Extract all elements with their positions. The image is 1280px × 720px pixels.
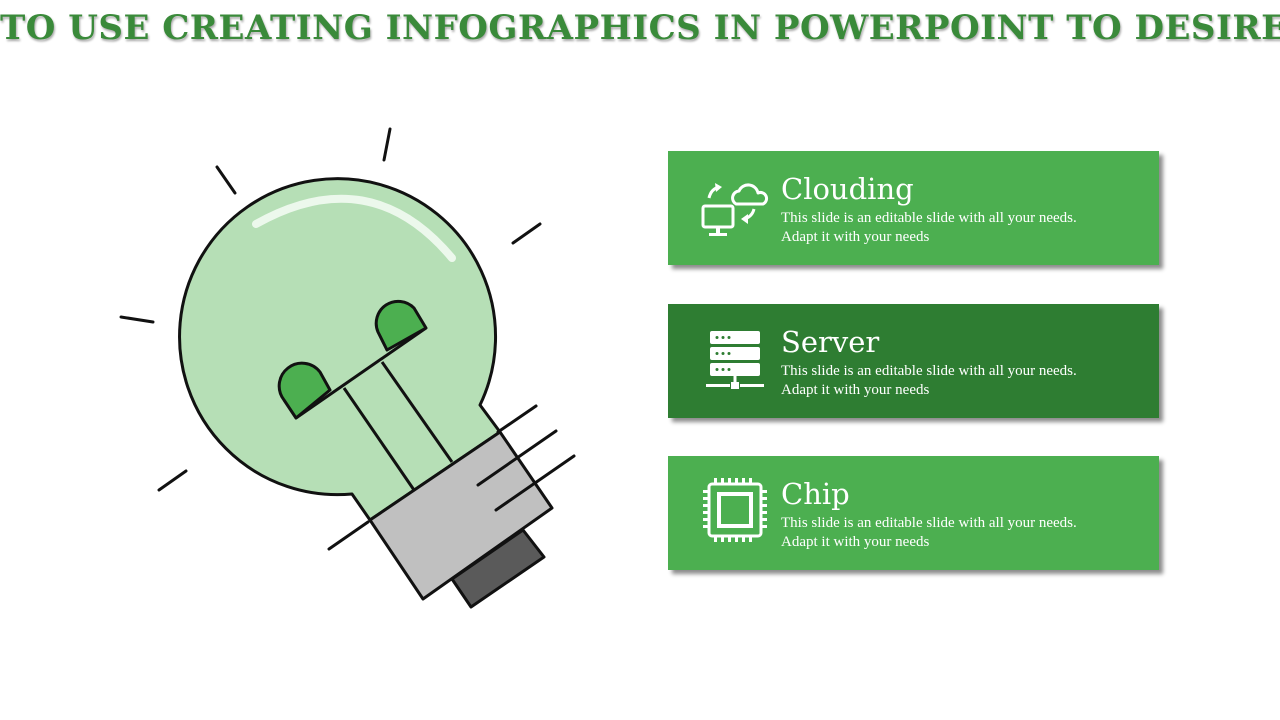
info-card-clouding: Clouding This slide is an editable slide…	[668, 151, 1159, 265]
lightbulb-illustration	[119, 127, 576, 609]
card-description-line-1: This slide is an editable slide with all…	[781, 515, 1077, 531]
card-description-line-1: This slide is an editable slide with all…	[781, 363, 1077, 379]
card-heading: Server	[781, 325, 880, 359]
card-description-line-2: Adapt it with your needs	[781, 229, 930, 245]
card-description: This slide is an editable slide with all…	[781, 514, 1151, 552]
chip-icon	[703, 478, 767, 542]
bulb-tip	[450, 528, 546, 609]
card-description-line-2: Adapt it with your needs	[781, 534, 930, 550]
bulb-threads	[476, 404, 576, 512]
bulb-highlight	[252, 194, 456, 262]
bulb-glass	[178, 177, 502, 522]
bulb-filament	[277, 299, 454, 491]
card-description: This slide is an editable slide with all…	[781, 362, 1151, 400]
server-icon	[706, 331, 764, 389]
card-description-line-1: This slide is an editable slide with all…	[781, 210, 1077, 226]
info-card-chip: Chip This slide is an editable slide wit…	[668, 456, 1159, 570]
info-card-server: Server This slide is an editable slide w…	[668, 304, 1159, 418]
cloud-computer-sync-icon	[701, 183, 769, 236]
card-description: This slide is an editable slide with all…	[781, 209, 1151, 247]
card-heading: Chip	[781, 477, 850, 511]
bulb-base	[368, 430, 554, 601]
bulb-rays	[119, 127, 542, 551]
card-description-line-2: Adapt it with your needs	[781, 382, 930, 398]
slide-title: TO USE CREATING INFOGRAPHICS IN POWERPOI…	[0, 8, 1280, 48]
card-heading: Clouding	[781, 172, 914, 206]
